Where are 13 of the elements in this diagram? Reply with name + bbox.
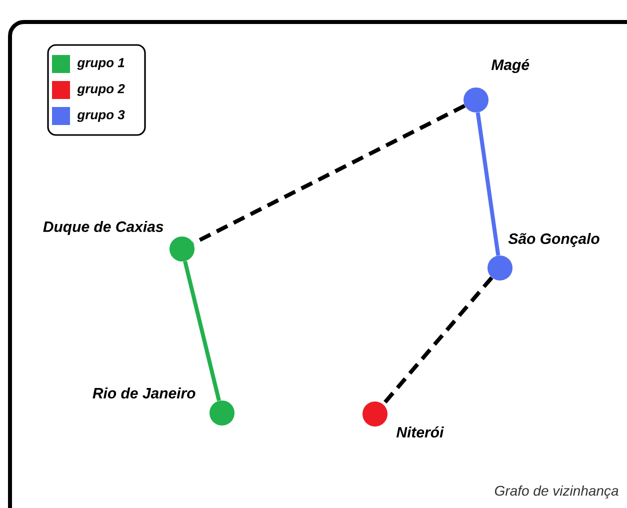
- legend-label: grupo 2: [77, 84, 125, 96]
- connector-line: [192, 104, 466, 246]
- city-label: Duque de Caxias: [43, 221, 164, 235]
- city-label: São Gonçalo: [508, 233, 600, 247]
- city-label: Rio de Janeiro: [92, 387, 196, 398]
- city-label: Magé: [491, 58, 530, 74]
- connector-line: [183, 260, 221, 402]
- city-label: Niterói: [396, 426, 444, 438]
- connector-line: [382, 276, 494, 406]
- connector-line: [476, 112, 500, 256]
- legend-label: grupo 1: [77, 58, 124, 70]
- caption: Grafo de vizinhança: [494, 485, 618, 498]
- legend-label: grupo 3: [77, 110, 125, 122]
